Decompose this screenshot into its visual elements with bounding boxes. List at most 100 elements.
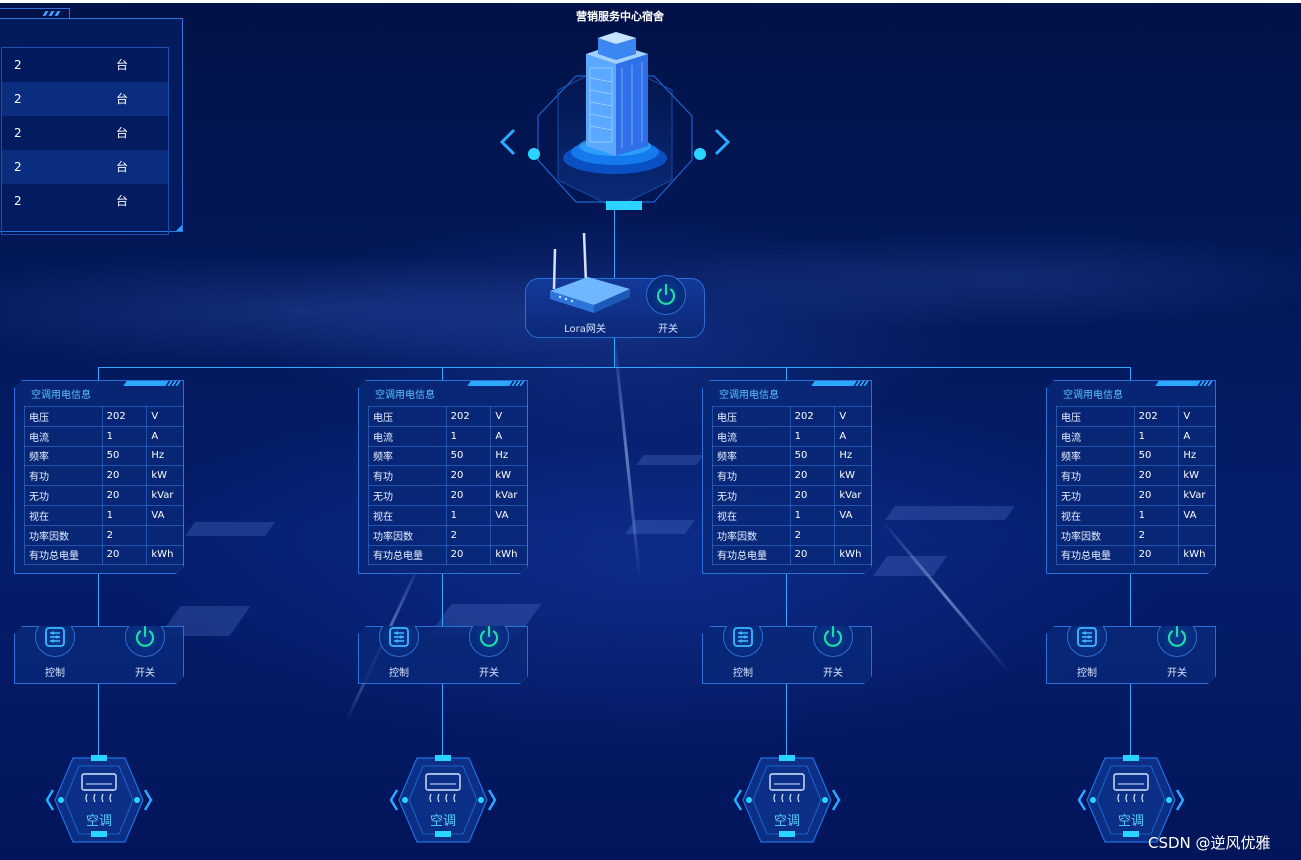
card-corner-mark (1209, 567, 1215, 573)
connector-line (442, 684, 443, 756)
card-corner-mark (177, 677, 183, 683)
air-conditioner-node[interactable]: 空调 (733, 752, 841, 848)
device-control-bar: 控制 开关 (358, 626, 528, 684)
metric-unit: kVar (835, 486, 872, 506)
card-header-deco (1153, 381, 1211, 387)
metric-name: 电压 (1057, 407, 1135, 427)
control-button[interactable] (723, 617, 763, 657)
metric-value: 1 (446, 426, 491, 446)
metric-name: 有功总电量 (713, 545, 791, 565)
metric-unit: kW (147, 466, 184, 486)
metric-name: 电压 (713, 407, 791, 427)
metric-unit (491, 525, 528, 545)
metric-value: 1 (790, 505, 835, 525)
control-button[interactable] (1067, 617, 1107, 657)
metric-name: 有功总电量 (25, 545, 103, 565)
control-panel-icon (387, 625, 411, 649)
air-conditioner-node[interactable]: 空调 (389, 752, 497, 848)
metric-name: 功率因数 (713, 525, 791, 545)
summary-row: 2 台 (2, 82, 168, 116)
metric-unit: kWh (491, 545, 528, 565)
metric-unit: kW (491, 466, 528, 486)
switch-button[interactable] (1157, 617, 1197, 657)
switch-label: 开关 (1167, 668, 1187, 679)
metric-value: 20 (790, 486, 835, 506)
summary-count: 2 (14, 92, 22, 106)
summary-row: 2 台 (2, 150, 168, 184)
background-light-beam (880, 519, 1012, 675)
metric-unit: kWh (147, 545, 184, 565)
metric-name: 有功总电量 (1057, 545, 1135, 565)
card-title: 空调用电信息 (719, 390, 779, 401)
router-icon[interactable] (546, 227, 636, 317)
metric-value: 20 (102, 466, 147, 486)
ac-label: 空调 (429, 814, 456, 829)
device-control-bar: 控制 开关 (14, 626, 184, 684)
connector-line (1130, 574, 1131, 626)
summary-row: 2 台 (2, 116, 168, 150)
metric-name: 有功 (1057, 466, 1135, 486)
switch-button[interactable] (125, 617, 165, 657)
metric-value: 50 (102, 446, 147, 466)
metric-value: 20 (1134, 545, 1179, 565)
switch-button[interactable] (813, 617, 853, 657)
summary-table: 2 台 2 台 2 台 2 台 2 台 (1, 47, 169, 235)
metric-name: 频率 (713, 446, 791, 466)
air-conditioner-icon (389, 755, 497, 843)
metric-unit: Hz (1179, 446, 1216, 466)
device-summary-panel: 2 台 2 台 2 台 2 台 2 台 (0, 18, 183, 235)
summary-unit: 台 (116, 126, 129, 140)
metric-value: 20 (446, 466, 491, 486)
metric-value: 1 (446, 505, 491, 525)
metric-name: 无功 (369, 486, 447, 506)
metric-name: 有功 (713, 466, 791, 486)
metric-unit: VA (1179, 505, 1216, 525)
metric-name: 功率因数 (369, 525, 447, 545)
control-label: 控制 (45, 668, 65, 679)
metric-value: 20 (790, 545, 835, 565)
air-conditioner-node[interactable]: 空调 (45, 752, 153, 848)
metric-name: 视在 (369, 505, 447, 525)
metric-unit: kVar (1179, 486, 1216, 506)
control-button[interactable] (35, 617, 75, 657)
metric-unit: V (1179, 407, 1216, 427)
control-button[interactable] (379, 617, 419, 657)
device-control-bar: 控制 开关 (702, 626, 872, 684)
gateway-power-button[interactable] (646, 275, 686, 315)
window-top-edge (0, 0, 1301, 3)
metric-unit: kVar (491, 486, 528, 506)
summary-panel-tab (0, 8, 70, 20)
building-title: 营销服务中心宿舍 (576, 10, 664, 23)
metric-name: 有功总电量 (369, 545, 447, 565)
card-corner-mark (521, 677, 527, 683)
power-icon (1165, 625, 1189, 649)
summary-unit: 台 (116, 58, 129, 72)
metric-unit: kW (835, 466, 872, 486)
building-node[interactable] (498, 20, 732, 230)
metric-unit: kW (1179, 466, 1216, 486)
metric-name: 功率因数 (25, 525, 103, 545)
control-label: 控制 (1077, 668, 1097, 679)
metric-value: 2 (102, 525, 147, 545)
summary-count: 2 (14, 160, 22, 174)
control-label: 控制 (733, 668, 753, 679)
metric-unit: A (1179, 426, 1216, 446)
air-conditioner-node[interactable]: 空调 (1077, 752, 1185, 848)
summary-count: 2 (14, 194, 22, 208)
metric-name: 无功 (1057, 486, 1135, 506)
metric-value: 50 (790, 446, 835, 466)
